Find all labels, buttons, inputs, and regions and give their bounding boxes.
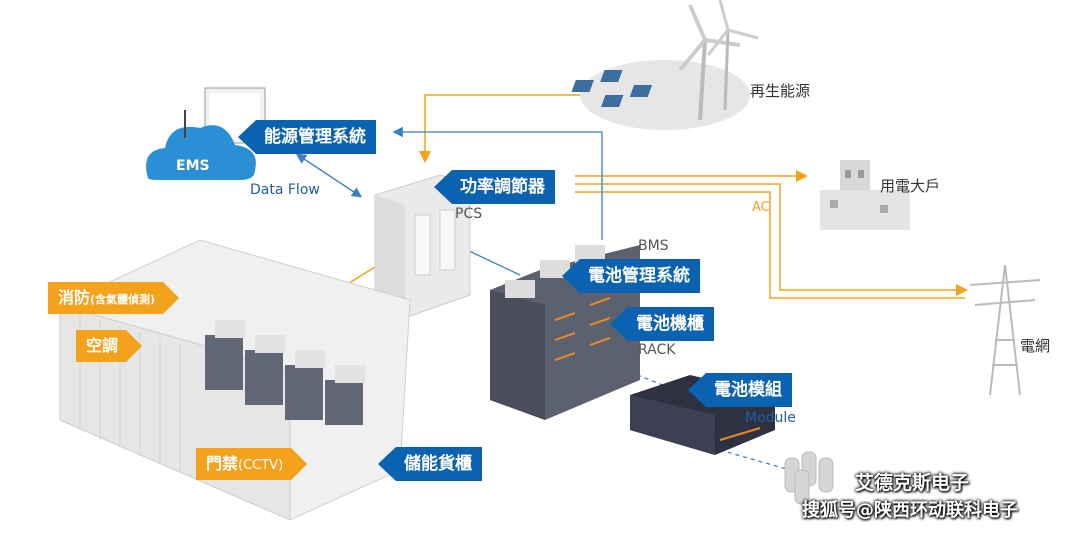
aircon-label: 空調 — [76, 330, 142, 362]
ems-cloud-label: EMS — [176, 158, 210, 174]
renewable-illustration — [571, 0, 759, 130]
access-sub: (CCTV) — [238, 458, 284, 473]
module-en-label: Module — [745, 410, 796, 426]
ems-label: 能源管理系統 — [238, 120, 376, 154]
rack-label: 電池機櫃 — [610, 307, 714, 341]
watermark-source: 搜狐号@陕西环动联科电子 — [802, 500, 1018, 521]
rack-en-label: RACK — [638, 342, 676, 358]
grid-tower-illustration — [969, 264, 1041, 396]
renewable-label: 再生能源 — [750, 82, 811, 100]
grid-label: 電網 — [1020, 337, 1051, 355]
access-main: 門禁 — [206, 454, 239, 473]
building-illustration — [820, 160, 910, 230]
watermark-brand: 艾德克斯电子 — [855, 472, 970, 494]
bms-en-label: BMS — [638, 238, 669, 254]
battery-cells-illustration — [784, 451, 834, 505]
ac-label: AC — [752, 200, 770, 215]
container-label: 儲能貨櫃 — [378, 447, 482, 481]
data-flow-label: Data Flow — [250, 182, 320, 198]
access-label: 門禁(CCTV) — [196, 448, 307, 480]
pcs-label: 功率調節器 — [434, 170, 555, 204]
module-label: 電池模組 — [688, 373, 792, 407]
fire-sub: (含氣體偵測) — [90, 293, 156, 306]
fire-main: 消防 — [58, 288, 91, 307]
pcs-en-label: PCS — [455, 206, 483, 222]
bms-label: 電池管理系統 — [562, 259, 700, 293]
fire-label: 消防(含氣體偵測) — [48, 282, 179, 314]
ems-cloud-illustration — [146, 87, 266, 180]
consumer-label: 用電大戶 — [880, 177, 941, 195]
